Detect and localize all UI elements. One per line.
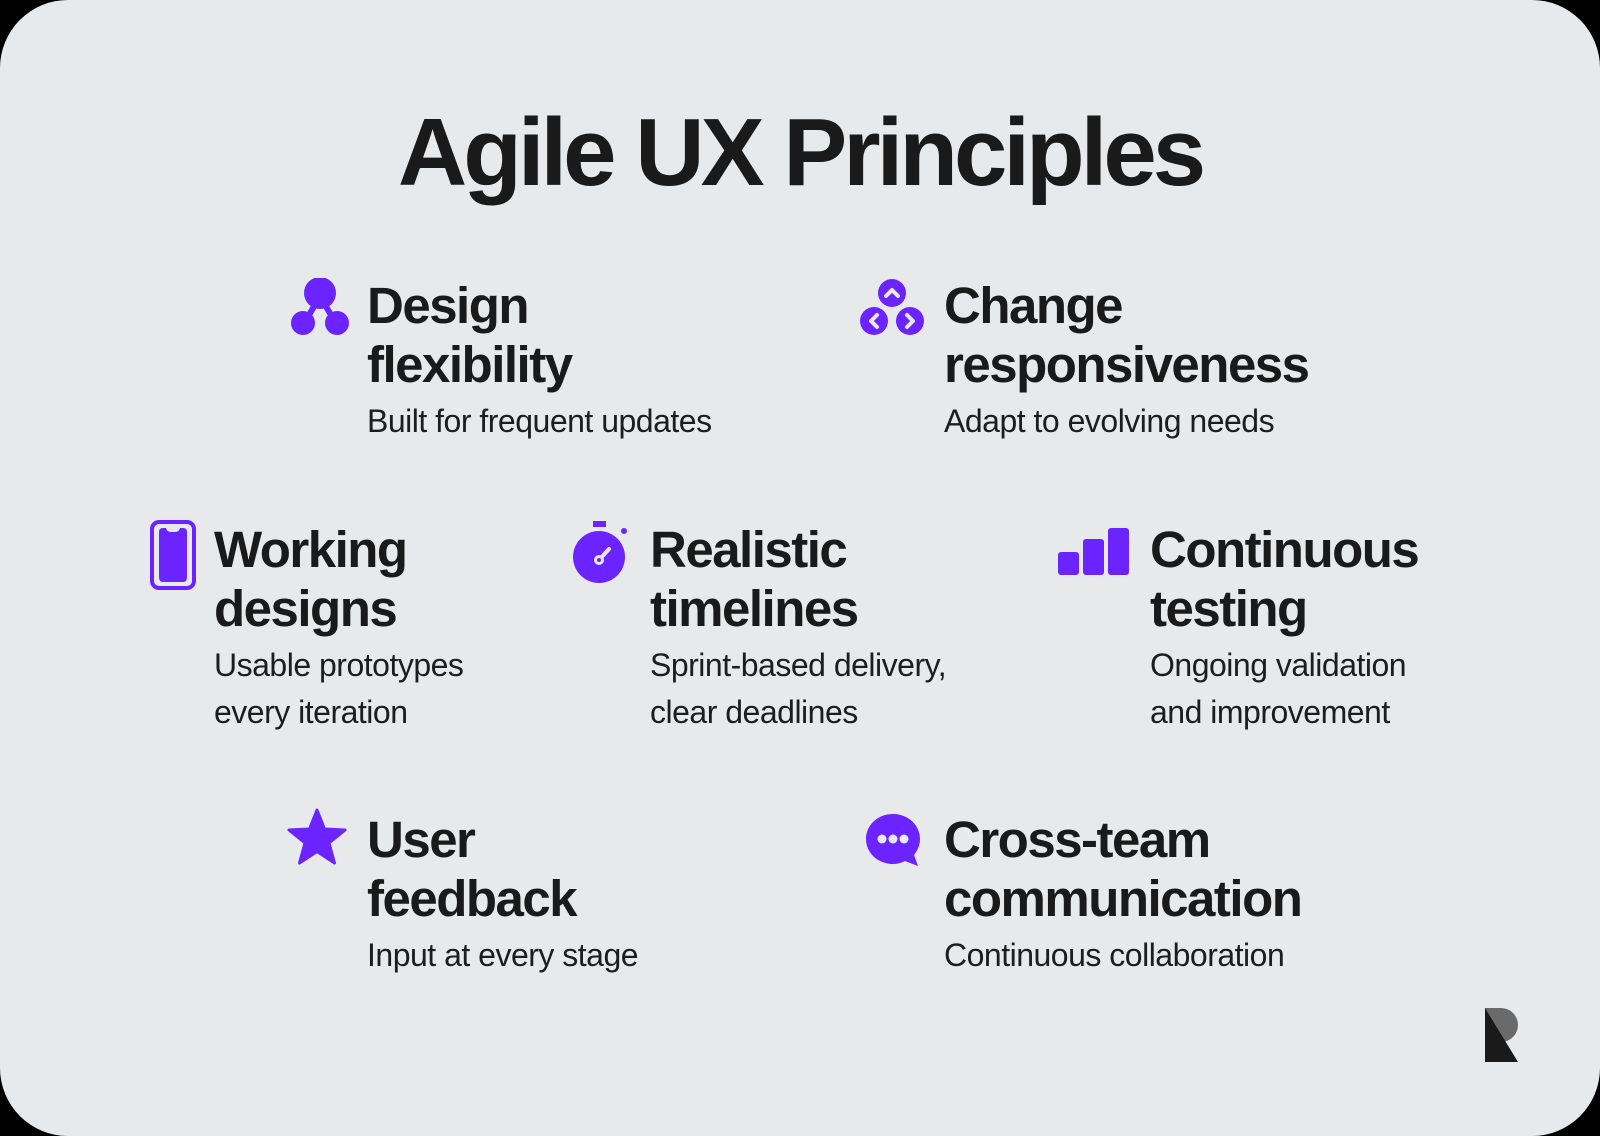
brand-logo-icon (1485, 1008, 1518, 1062)
bar-chart-icon (1058, 528, 1129, 575)
principle-description: Adapt to evolving needs (944, 403, 1275, 439)
smartphone-icon (150, 520, 196, 590)
star-icon (287, 808, 347, 865)
chat-bubble-icon (866, 814, 920, 866)
principle-description: Continuous collaboration (944, 937, 1285, 973)
principle-description: Built for frequent updates (367, 403, 712, 439)
stopwatch-icon (573, 521, 627, 583)
page-title: Agile UX Principles (397, 99, 1206, 206)
principle-description: Sprint-based delivery,clear deadlines (650, 647, 947, 730)
arrows-circles-icon (860, 279, 924, 335)
network-nodes-icon (291, 278, 349, 335)
principle-description: Input at every stage (367, 937, 639, 973)
